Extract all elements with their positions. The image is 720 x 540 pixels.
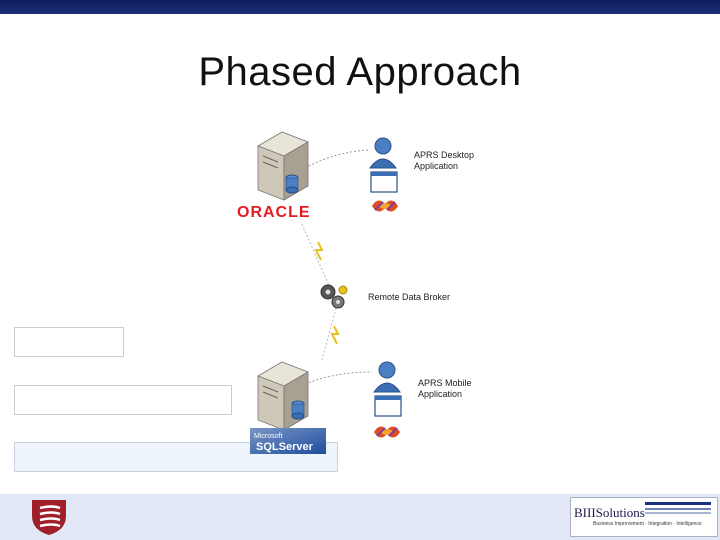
oracle-server-icon: [257, 131, 309, 201]
lightning-icon: [330, 325, 340, 345]
mobile-connector: [304, 371, 373, 385]
mobile-app-label: APRS Mobile Application: [418, 378, 472, 399]
mobile-user-icon: [373, 361, 401, 393]
phase-box-2: [14, 385, 232, 415]
company-logo: [570, 497, 718, 537]
slide-title: Phased Approach: [198, 50, 522, 94]
sqlserver-brand: Microsoft: [254, 433, 282, 440]
header-bar: [0, 0, 720, 14]
broker-label: Remote Data Broker: [368, 292, 451, 302]
mobile-app-logo-icon: [374, 426, 400, 438]
gears-icon: [320, 284, 348, 309]
sqlserver-label: SQLServer: [256, 441, 314, 453]
sqlserver-logo: Microsoft SQLServer: [250, 428, 326, 454]
oracle-logo: ORACLE: [237, 204, 311, 221]
phase-box-1: [14, 327, 124, 357]
desktop-connector: [304, 149, 369, 169]
shield-logo-icon: [32, 500, 66, 535]
desktop-window-icon: [370, 171, 398, 193]
lightning-icon: [314, 241, 324, 261]
header-divider: [0, 14, 720, 16]
desktop-app-label: APRS Desktop Application: [414, 150, 475, 171]
company-tagline: Business Improvement · Integration · Int…: [593, 521, 702, 527]
desktop-app-logo-icon: [372, 200, 398, 212]
oracle-broker-link: [301, 223, 331, 289]
title-band: [0, 16, 720, 108]
mobile-window-icon: [374, 395, 402, 417]
broker-sql-link: [321, 307, 337, 361]
sqlserver-server-icon: [257, 361, 309, 431]
company-logo-text: BIIISolutions: [574, 505, 645, 520]
desktop-user-icon: [369, 137, 397, 169]
logo-stripes: [645, 502, 711, 514]
